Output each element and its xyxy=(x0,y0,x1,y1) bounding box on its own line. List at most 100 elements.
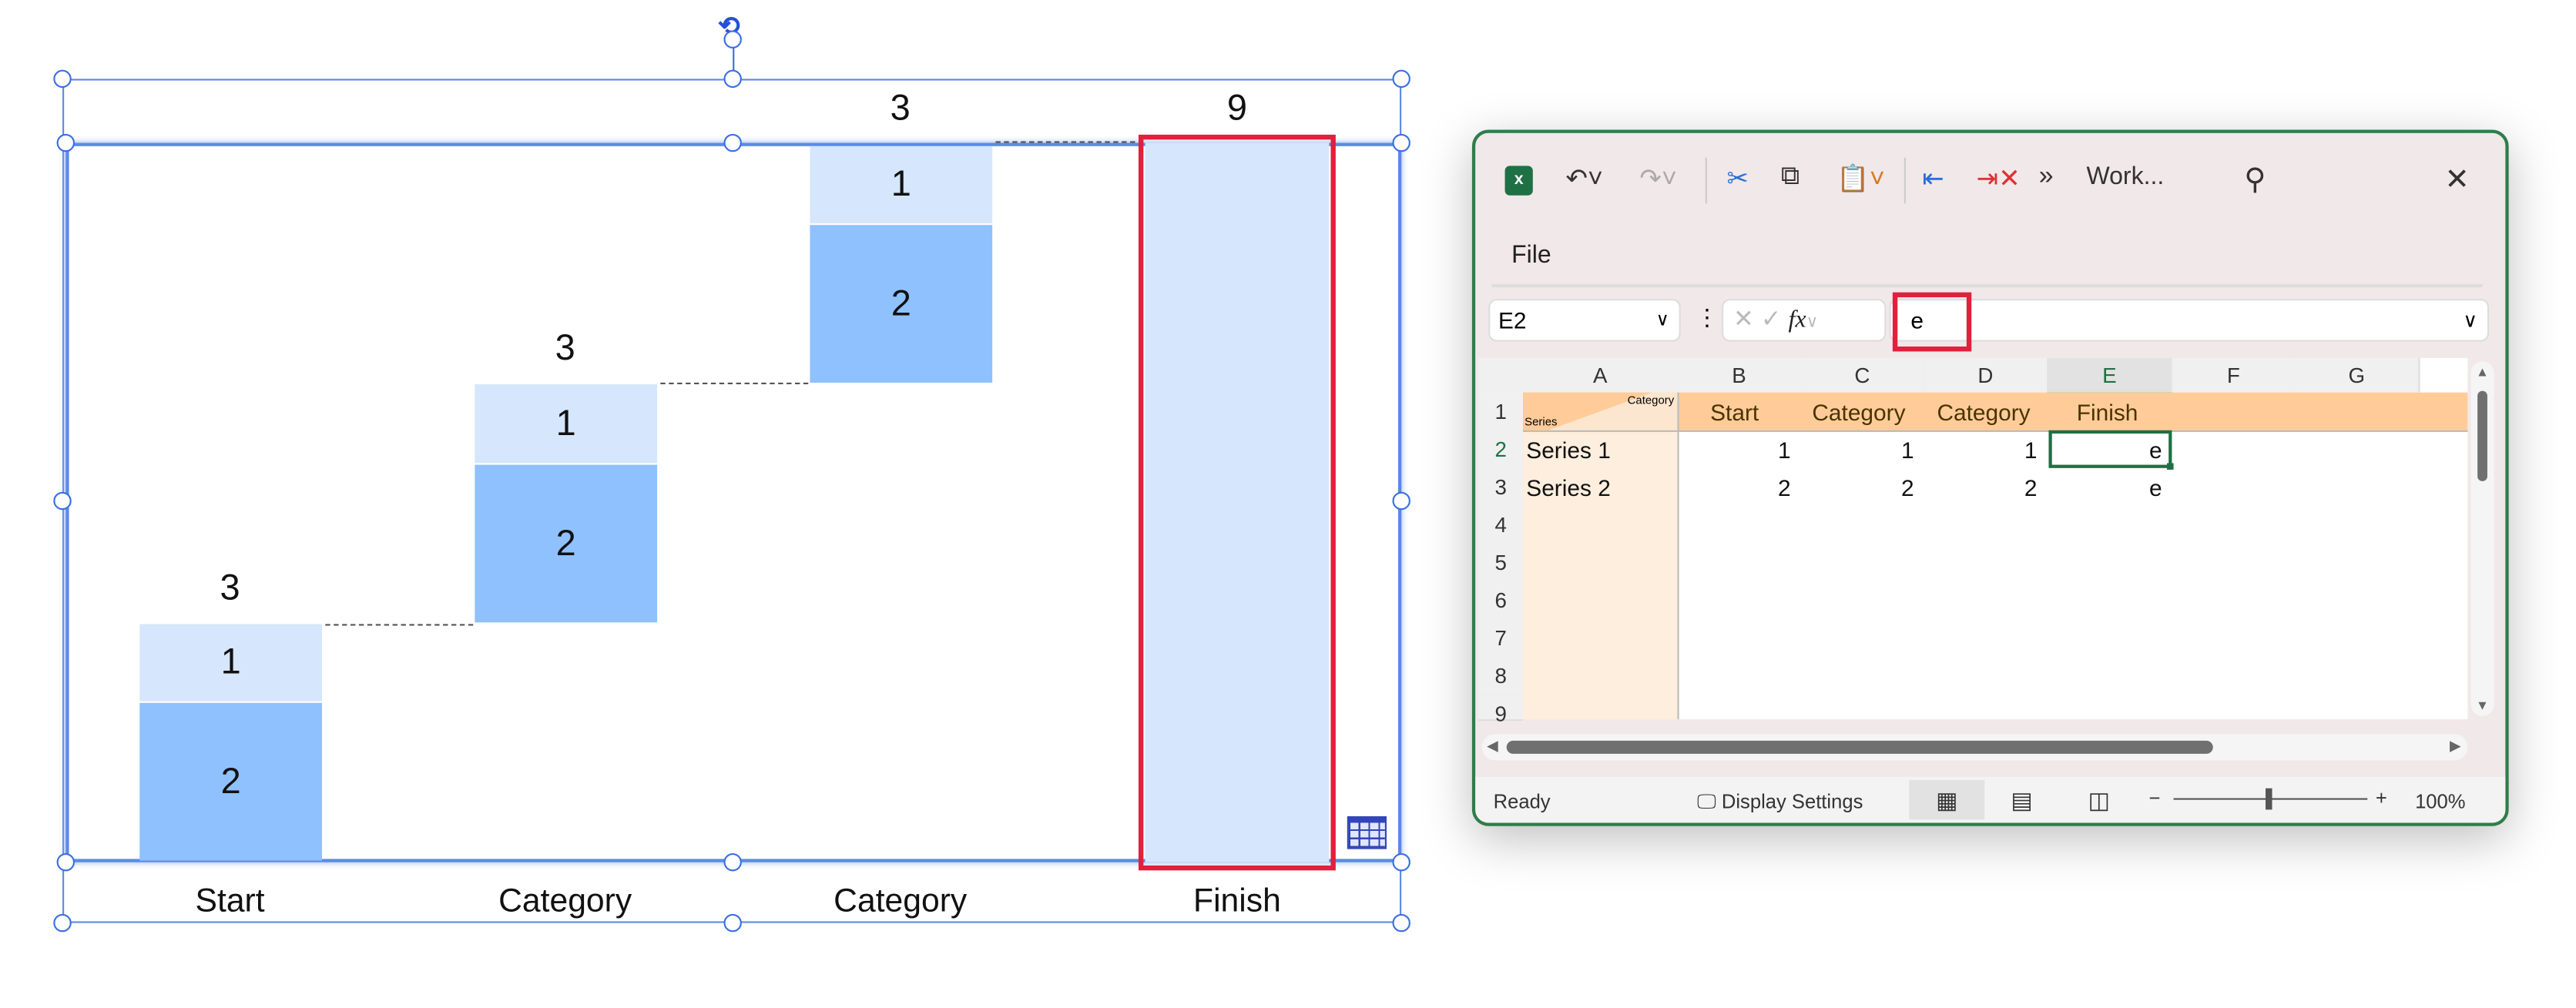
row-header[interactable]: 2 xyxy=(1478,430,1527,470)
x-axis-label: Category xyxy=(498,883,632,920)
cell[interactable]: 1 xyxy=(1778,437,1791,464)
cell[interactable]: 1 xyxy=(2024,437,2038,464)
select-all-corner[interactable] xyxy=(1478,357,1524,393)
zoom-slider[interactable] xyxy=(2173,788,2368,810)
row-header[interactable]: 9 xyxy=(1478,695,1524,726)
resize-handle[interactable] xyxy=(1392,852,1410,872)
zoom-in-button[interactable]: + xyxy=(2375,786,2387,810)
row-label[interactable]: Series 1 xyxy=(1526,437,1611,464)
column-header[interactable]: C xyxy=(1800,357,1926,393)
resize-handle[interactable] xyxy=(1392,491,1410,511)
column-header[interactable]: B xyxy=(1677,357,1803,393)
workbook-title: Work... xyxy=(2086,162,2165,191)
normal-view-button[interactable]: ▦ xyxy=(1909,780,1985,820)
cell[interactable]: e xyxy=(2149,437,2162,464)
dash-connector xyxy=(660,382,809,385)
copy-icon[interactable]: ⧉ xyxy=(1780,162,1800,191)
bar-series-2[interactable]: 2 xyxy=(139,702,323,861)
formula-value: e xyxy=(1910,306,1924,333)
header-cell[interactable]: Start xyxy=(1710,399,1759,426)
page-break-view-button[interactable]: ◫ xyxy=(2088,786,2110,813)
resize-handle[interactable] xyxy=(56,133,75,152)
row-header[interactable]: 1 xyxy=(1478,392,1524,432)
name-box[interactable]: E2 ∨ xyxy=(1488,299,1681,342)
vertical-scrollbar[interactable]: ▲ ▼ xyxy=(2470,361,2494,716)
horizontal-scroll-thumb[interactable] xyxy=(1506,740,2213,754)
resize-handle[interactable] xyxy=(723,133,742,152)
header-cell[interactable]: Finish xyxy=(2076,399,2138,426)
resize-handle[interactable] xyxy=(723,30,742,49)
insert-cells-icon[interactable]: ⇤ xyxy=(1922,166,1944,194)
toolbar-divider xyxy=(1903,157,1906,204)
row-header[interactable]: 6 xyxy=(1478,581,1524,621)
redo-button[interactable]: ↷˅ xyxy=(1639,166,1677,194)
fill-handle[interactable] xyxy=(2167,463,2174,470)
header-row xyxy=(1523,392,2468,432)
cancel-icon[interactable]: ✕ xyxy=(1732,305,1754,333)
active-cell[interactable] xyxy=(2048,430,2172,468)
page-layout-view-button[interactable]: ▤ xyxy=(2011,786,2033,813)
corner-cell[interactable]: Category Series xyxy=(1523,392,1679,430)
row-header[interactable]: 5 xyxy=(1478,543,1524,584)
delete-cells-icon[interactable]: ⇥✕ xyxy=(1976,166,2021,194)
zoom-out-button[interactable]: − xyxy=(2148,786,2161,810)
zoom-level[interactable]: 100% xyxy=(2415,789,2466,813)
vertical-scroll-thumb[interactable] xyxy=(2477,390,2487,481)
menu-file[interactable]: File xyxy=(1511,241,1551,270)
chevron-down-icon[interactable]: ∨ xyxy=(1655,310,1669,330)
header-cell[interactable]: Category xyxy=(1812,399,1906,426)
search-icon[interactable]: ⚲ xyxy=(2244,162,2266,196)
resize-handle[interactable] xyxy=(1392,133,1410,152)
column-header[interactable]: D xyxy=(1924,357,2049,393)
bar-series-1[interactable]: 1 xyxy=(475,384,658,463)
scroll-left-icon[interactable]: ◀ xyxy=(1487,737,1498,754)
more-commands-button[interactable]: » xyxy=(2038,162,2054,191)
finish-bar[interactable] xyxy=(1145,142,1330,862)
cell[interactable]: 1 xyxy=(1900,437,1914,464)
status-bar: Ready 🖵 Display Settings ▦ ▤ ◫ − + 100% xyxy=(1475,776,2506,823)
column-header[interactable]: E xyxy=(2047,357,2174,396)
resize-handle[interactable] xyxy=(723,69,742,89)
header-cell[interactable]: Category xyxy=(1937,399,2031,426)
resize-handle[interactable] xyxy=(53,69,72,89)
resize-handle[interactable] xyxy=(1392,913,1410,933)
close-icon[interactable]: ✕ xyxy=(2444,162,2470,196)
formula-input[interactable]: e ∨ xyxy=(1889,299,2490,342)
undo-button[interactable]: ↶˅ xyxy=(1565,166,1603,194)
row-label[interactable]: Series 2 xyxy=(1526,474,1611,501)
resize-handle[interactable] xyxy=(53,913,72,933)
cell[interactable]: 2 xyxy=(1778,474,1791,501)
bar-series-2[interactable]: 2 xyxy=(475,464,658,622)
edit-data-icon[interactable] xyxy=(1347,815,1387,849)
cell[interactable]: 2 xyxy=(2024,474,2038,501)
resize-handle[interactable] xyxy=(53,491,72,511)
scroll-down-icon[interactable]: ▼ xyxy=(2475,698,2489,713)
scroll-up-icon[interactable]: ▲ xyxy=(2475,364,2489,380)
resize-handle[interactable] xyxy=(1392,69,1410,89)
expand-formula-icon[interactable]: ∨ xyxy=(2463,308,2478,332)
row-header[interactable]: 4 xyxy=(1478,505,1524,546)
fx-icon[interactable]: fx xyxy=(1788,306,1806,333)
cell[interactable]: 2 xyxy=(1900,474,1914,501)
column-header[interactable]: G xyxy=(2295,357,2420,393)
horizontal-scrollbar[interactable]: ◀ ▶ xyxy=(1481,734,2468,761)
bar-series-2[interactable]: 2 xyxy=(810,225,993,383)
resize-handle[interactable] xyxy=(56,852,75,872)
column-header[interactable]: F xyxy=(2172,357,2297,393)
column-header[interactable]: A xyxy=(1523,357,1679,393)
cell[interactable]: e xyxy=(2149,474,2162,501)
cut-icon[interactable]: ✂ xyxy=(1726,166,1749,194)
row-header[interactable]: 3 xyxy=(1478,467,1524,508)
corner-series: Series xyxy=(1524,417,1558,429)
scroll-right-icon[interactable]: ▶ xyxy=(2450,737,2461,754)
bar-series-1[interactable]: 1 xyxy=(810,145,993,224)
paste-icon[interactable]: 📋˅ xyxy=(1836,166,1885,194)
enter-icon[interactable]: ✓ xyxy=(1760,305,1782,333)
display-settings-button[interactable]: 🖵 Display Settings xyxy=(1697,789,1863,813)
row-header[interactable]: 7 xyxy=(1478,619,1524,659)
resize-handle[interactable] xyxy=(723,852,742,872)
resize-handle[interactable] xyxy=(723,913,742,933)
bar-series-1[interactable]: 1 xyxy=(139,623,323,702)
row-header[interactable]: 8 xyxy=(1478,657,1524,697)
